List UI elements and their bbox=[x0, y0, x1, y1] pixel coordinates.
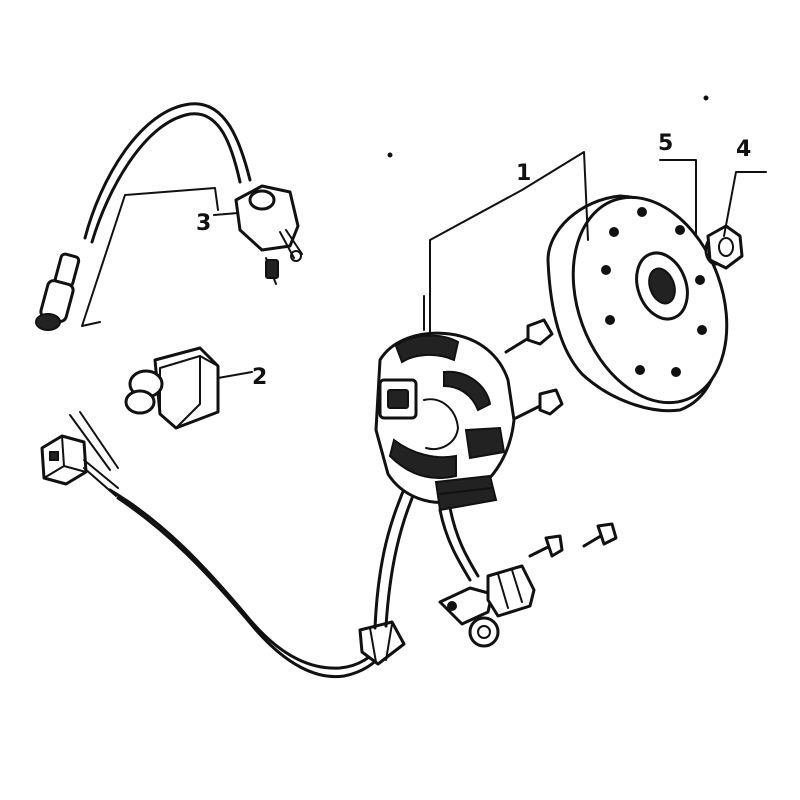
callout-1: 1 bbox=[516, 161, 531, 186]
pickup-screw-right bbox=[582, 522, 618, 548]
callout-leader-1 bbox=[429, 151, 589, 337]
coil-bracket-line bbox=[81, 187, 219, 327]
scan-speck bbox=[387, 152, 393, 158]
pickup-coil bbox=[438, 506, 536, 648]
callout-leader-4 bbox=[723, 171, 767, 237]
pickup-screw-left bbox=[528, 534, 564, 558]
flywheel-rotor bbox=[546, 194, 729, 413]
callout-4: 4 bbox=[736, 137, 751, 162]
spark-plug-cap bbox=[35, 252, 81, 331]
stator bbox=[374, 331, 516, 512]
callout-leader-2 bbox=[217, 371, 253, 379]
regulator-bracket bbox=[124, 346, 253, 430]
harness-grommet bbox=[358, 620, 406, 666]
stator-bolt-lower bbox=[514, 388, 564, 420]
ignition-coil bbox=[234, 184, 303, 285]
wire-connector bbox=[40, 434, 119, 497]
callout-5: 5 bbox=[658, 131, 673, 156]
ignition-coil-assembly bbox=[35, 102, 303, 331]
callout-leader-3 bbox=[213, 212, 239, 216]
callout-3: 3 bbox=[196, 211, 211, 236]
scan-speck bbox=[703, 95, 709, 101]
stator-bolt-upper bbox=[504, 318, 554, 354]
ht-lead-outer bbox=[83, 102, 252, 240]
stator-wire-harness bbox=[40, 411, 420, 679]
ht-lead-inner bbox=[90, 112, 242, 244]
callout-leader-5 bbox=[659, 159, 697, 237]
callout-2: 2 bbox=[252, 365, 267, 390]
